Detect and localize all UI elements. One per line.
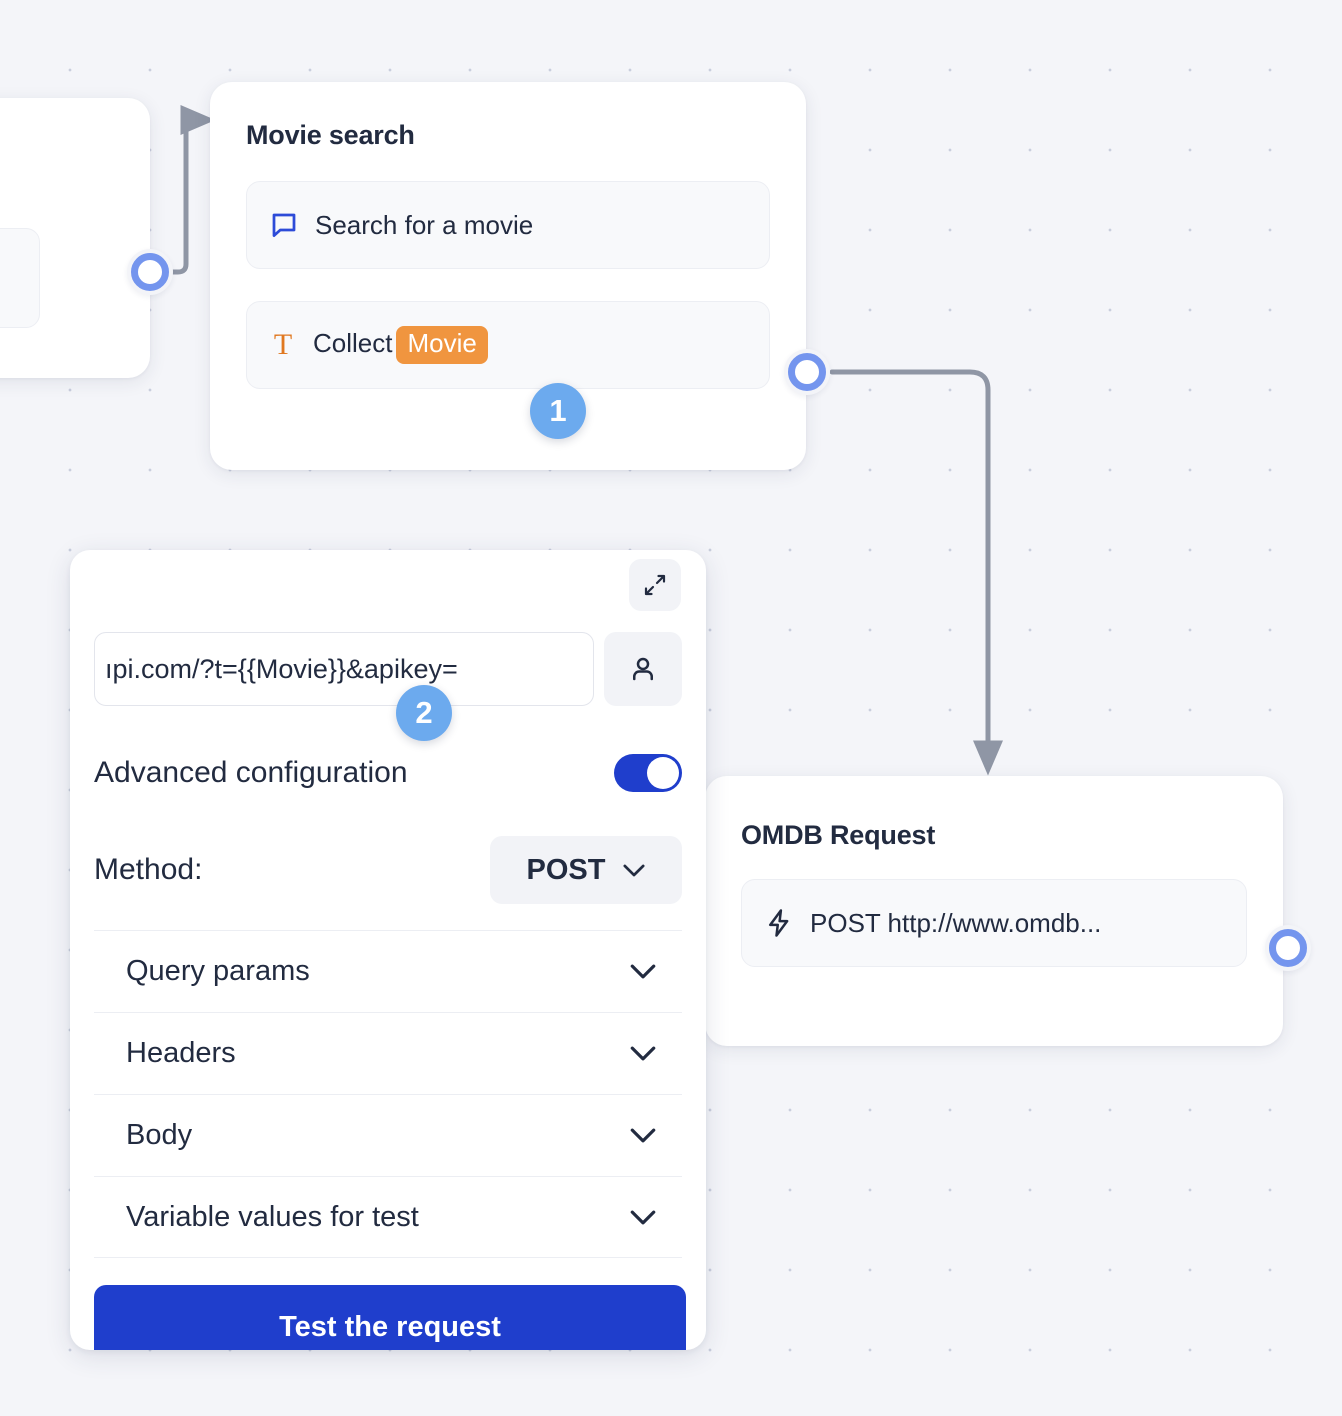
- movie-search-row-search[interactable]: Search for a movie: [246, 181, 770, 269]
- advanced-configuration-toggle[interactable]: [614, 754, 682, 792]
- user-icon: [628, 654, 658, 684]
- step-badge-1: 1: [530, 383, 586, 439]
- accordion-headers-label: Headers: [126, 1037, 236, 1069]
- chevron-down-icon: [630, 964, 656, 979]
- chat-bubble-icon: [269, 210, 299, 240]
- advanced-configuration-label: Advanced configuration: [94, 756, 408, 789]
- omdb-request-node-card[interactable]: OMDB Request POST http://www.omdb...: [705, 776, 1283, 1046]
- expand-diagonal-icon: [643, 573, 667, 597]
- url-input[interactable]: ıpi.com/?t={{Movie}}&apikey=: [94, 632, 594, 706]
- request-config-panel[interactable]: ıpi.com/?t={{Movie}}&apikey= Advanced co…: [70, 550, 706, 1350]
- connector-dot-omdb-request-output[interactable]: [1265, 925, 1311, 971]
- connector-dot-movie-search-output[interactable]: [784, 349, 830, 395]
- omdb-request-row-post-label: POST http://www.omdb...: [810, 907, 1102, 938]
- chevron-down-icon: [630, 1046, 656, 1061]
- url-input-value: ıpi.com/?t={{Movie}}&apikey=: [105, 653, 458, 684]
- accordion-query-params[interactable]: Query params: [94, 930, 682, 1012]
- advanced-configuration-row[interactable]: Advanced configuration: [94, 754, 682, 792]
- method-label: Method:: [94, 853, 203, 886]
- method-value: POST: [526, 853, 606, 886]
- method-row: Method: POST: [94, 836, 682, 930]
- chevron-down-icon: [630, 1210, 656, 1225]
- off-screen-node-row[interactable]: [0, 228, 40, 328]
- accordion-variable-values-for-test[interactable]: Variable values for test: [94, 1176, 682, 1258]
- chevron-down-icon: [623, 864, 646, 877]
- accordion-query-params-label: Query params: [126, 955, 310, 987]
- step-badge-2: 2: [396, 685, 452, 741]
- movie-search-title: Movie search: [246, 120, 415, 150]
- movie-search-row-search-label: Search for a movie: [315, 209, 534, 240]
- url-row[interactable]: ıpi.com/?t={{Movie}}&apikey=: [94, 632, 682, 706]
- connector-dot-off-screen-node[interactable]: [127, 249, 173, 295]
- movie-search-node-card[interactable]: Movie search Search for a movie T Collec…: [210, 82, 806, 470]
- auth-user-button[interactable]: [604, 632, 682, 706]
- omdb-request-row-post[interactable]: POST http://www.omdb...: [741, 879, 1247, 967]
- lightning-bolt-icon: [764, 908, 794, 938]
- expand-panel-button[interactable]: [629, 559, 681, 611]
- chevron-down-icon: [630, 1128, 656, 1143]
- method-select[interactable]: POST: [490, 836, 682, 904]
- test-the-request-button[interactable]: Test the request: [94, 1285, 686, 1350]
- accordion-variable-values-for-test-label: Variable values for test: [126, 1200, 419, 1233]
- omdb-request-title: OMDB Request: [741, 820, 936, 850]
- text-t-icon: T: [273, 328, 293, 361]
- accordion-body[interactable]: Body: [94, 1094, 682, 1176]
- accordion-body-label: Body: [126, 1119, 193, 1151]
- off-screen-node-card[interactable]: [0, 98, 150, 378]
- variable-chip-movie[interactable]: Movie: [396, 326, 488, 364]
- accordion-headers[interactable]: Headers: [94, 1012, 682, 1094]
